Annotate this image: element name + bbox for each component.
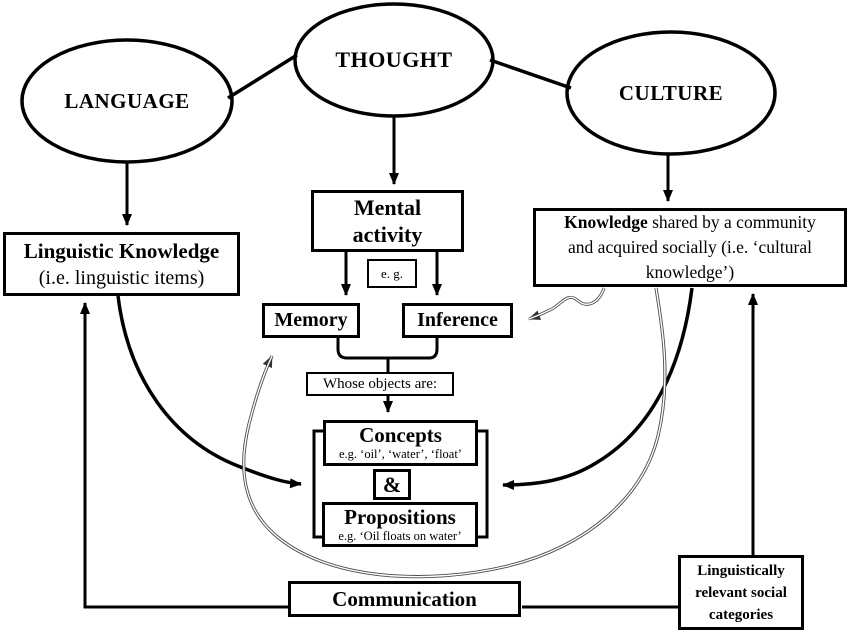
linguistic-knowledge-title: Linguistic Knowledge <box>23 238 220 263</box>
eg-box: e. g. <box>367 259 417 288</box>
social-categories-line2: relevant social <box>695 584 787 601</box>
line-communication-to-linguistic-knowledge <box>80 302 288 609</box>
culture-label: CULTURE <box>618 81 724 105</box>
culture-ellipse <box>565 30 777 156</box>
curve-knowledge-to-inference-inner <box>528 287 605 320</box>
communication-box: Communication <box>288 581 521 617</box>
language-thought-connector <box>227 53 298 100</box>
concepts-example: e.g. ‘oil’, ‘water’, ‘float’ <box>339 447 462 461</box>
memory-inference-join-brace <box>336 338 439 360</box>
group-bracket-right <box>474 429 489 539</box>
language-label: LANGUAGE <box>64 89 190 113</box>
propositions-box: Propositions e.g. ‘Oil floats on water’ <box>322 502 478 547</box>
linguistic-knowledge-box: Linguistic Knowledge (i.e. linguistic it… <box>3 232 240 296</box>
mental-activity-box: Mental activity <box>311 190 464 252</box>
group-bracket-left <box>312 429 327 539</box>
propositions-title: Propositions <box>344 504 456 529</box>
concepts-title: Concepts <box>359 423 442 447</box>
knowledge-bold-word: Knowledge <box>564 212 648 232</box>
thought-label: THOUGHT <box>335 47 453 72</box>
inference-box: Inference <box>402 303 513 338</box>
curve-knowledge-to-memory-inner <box>243 287 666 578</box>
knowledge-line2: and acquired socially (i.e. ‘cultural <box>568 237 812 257</box>
knowledge-line1-rest: shared by a community <box>647 212 816 232</box>
social-categories-line1: Linguistically <box>697 562 785 579</box>
propositions-example: e.g. ‘Oil floats on water’ <box>338 528 462 543</box>
knowledge-line3: knowledge’) <box>645 262 735 282</box>
memory-box: Memory <box>262 303 360 338</box>
social-categories-box: Linguistically relevant social categorie… <box>678 555 804 630</box>
mental-activity-line2: activity <box>352 222 423 247</box>
ampersand-box: & <box>373 469 411 500</box>
social-categories-line3: categories <box>708 606 774 623</box>
concepts-box: Concepts e.g. ‘oil’, ‘water’, ‘float’ <box>323 420 478 466</box>
thought-culture-connector <box>489 58 572 90</box>
curve-linguistic-knowledge-to-concepts <box>116 295 302 489</box>
mental-activity-line1: Mental <box>353 195 422 220</box>
knowledge-line1: Knowledge shared by a community <box>564 210 816 235</box>
linguistic-knowledge-subtitle: (i.e. linguistic items) <box>38 266 205 289</box>
cultural-knowledge-box: Knowledge shared by a community and acqu… <box>533 208 847 287</box>
curve-knowledge-to-concepts <box>502 287 694 490</box>
whose-objects-box: Whose objects are: <box>306 372 454 396</box>
